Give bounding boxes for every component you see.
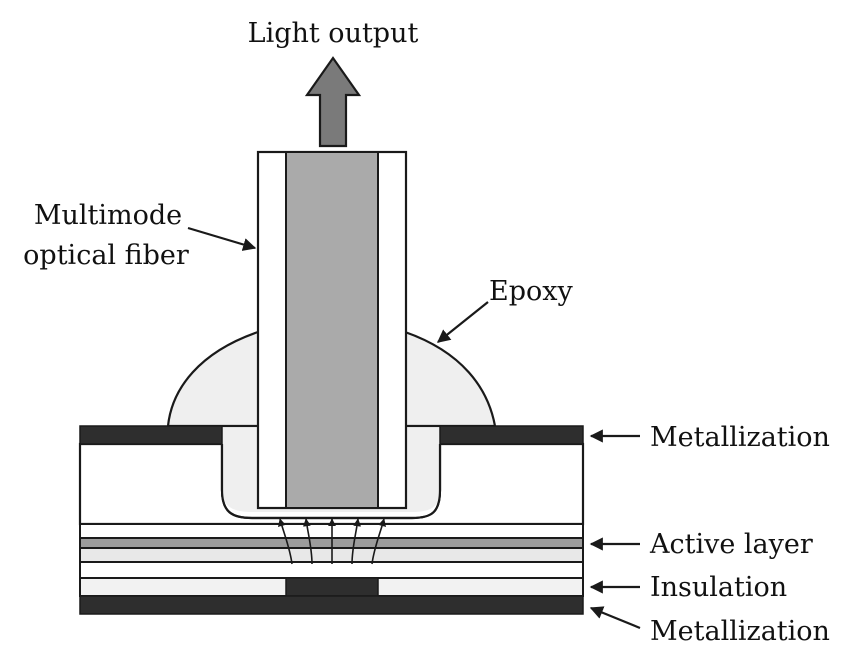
metallization-top-left — [79, 425, 223, 445]
fiber-pointer — [187, 226, 257, 251]
active-layer-label: Active layer — [649, 529, 813, 560]
well-outline — [220, 444, 442, 520]
epoxy-pointer — [436, 301, 489, 343]
light-output-label: Light output — [248, 18, 419, 49]
light-output-arrow — [304, 56, 362, 148]
emission-arrows — [277, 518, 387, 565]
metallization-top-right — [439, 425, 584, 445]
contact-metal — [285, 577, 379, 597]
fiber-label-line1: Multimode — [34, 200, 182, 231]
epoxy-label: Epoxy — [489, 276, 573, 307]
metallization-top-label: Metallization — [650, 422, 830, 453]
metallization-bottom-pointer — [589, 606, 641, 630]
fiber-core — [285, 151, 379, 509]
metallization-bottom — [79, 595, 584, 615]
insulation-label: Insulation — [650, 572, 787, 603]
fiber-label-line2: optical fiber — [23, 240, 189, 271]
layer-substrate-thin — [79, 561, 584, 579]
metallization-bottom-label: Metallization — [650, 616, 830, 647]
